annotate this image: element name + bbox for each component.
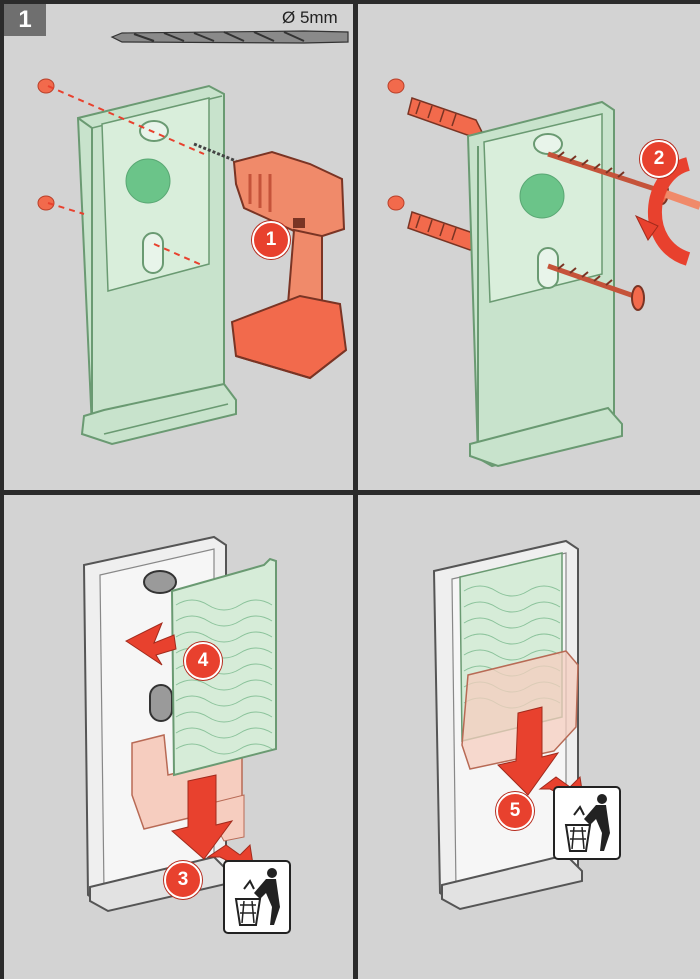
step-badge-4: 4 bbox=[184, 642, 222, 680]
drill-bit-icon bbox=[112, 31, 348, 43]
step-badge-3: 3 bbox=[164, 861, 202, 899]
drill-size-label: Ø 5mm bbox=[282, 8, 338, 28]
screw-illustration bbox=[358, 4, 700, 490]
trash-bin-icon bbox=[224, 861, 290, 933]
mounting-plate bbox=[78, 86, 236, 444]
adhesive-illustration bbox=[4, 495, 353, 979]
step-badge-5: 5 bbox=[496, 792, 534, 830]
step-badge-2: 2 bbox=[640, 140, 678, 178]
rotation-arrow-icon bbox=[636, 164, 688, 259]
panel-step-3-4-adhesive: 4 3 bbox=[4, 495, 353, 979]
drill-illustration bbox=[4, 4, 353, 490]
panel-step-2-screw: 2 bbox=[358, 4, 700, 490]
panel-step-5-film: 5 bbox=[358, 495, 700, 979]
step-badge-1: 1 bbox=[252, 221, 290, 259]
film-removal-illustration bbox=[358, 495, 700, 979]
trash-bin-icon bbox=[554, 787, 620, 859]
step-number-box: 1 bbox=[4, 4, 46, 36]
panel-step-1-drill: 1 Ø 5mm 1 bbox=[4, 4, 353, 490]
